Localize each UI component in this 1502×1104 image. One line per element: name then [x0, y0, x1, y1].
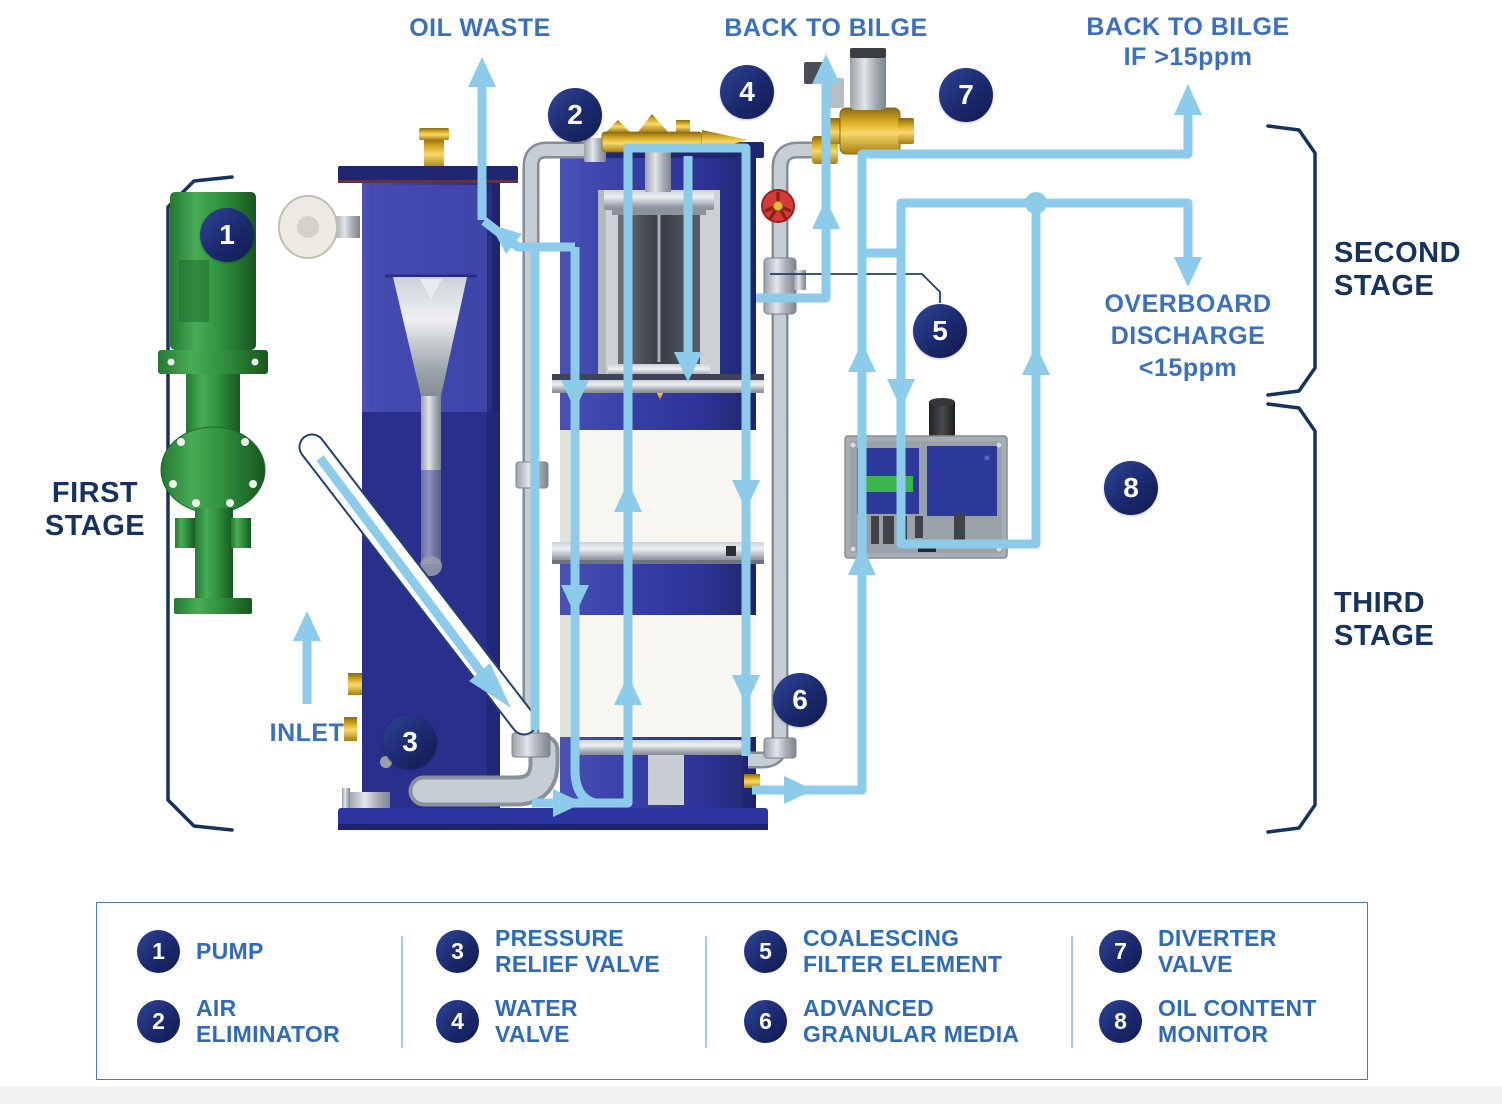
legend-label-2-line1: AIR [196, 995, 237, 1021]
flow-arrowheads [293, 54, 1202, 817]
oil-content-monitor-graphic [844, 398, 1008, 559]
back-to-bilge-if-line1: BACK TO BILGE [1086, 13, 1290, 41]
legend-badge-7: 7 [1099, 929, 1142, 973]
legend-item-diverter-valve: 7 DIVERTER VALVE [1099, 920, 1277, 982]
legend-label-8-line2: MONITOR [1158, 1021, 1269, 1047]
legend-label-4-line2: VALVE [495, 1021, 570, 1047]
badge-water-valve: 4 [720, 65, 774, 119]
bottom-transfer-line [532, 143, 751, 808]
legend-label-5-line2: FILTER ELEMENT [803, 951, 1003, 977]
inlet-probe-graphic [298, 433, 538, 736]
back-to-bilge-riser [756, 70, 831, 303]
legend-item-water-valve: 4 WATER VALVE [436, 990, 578, 1052]
third-stage-line2: STAGE [1334, 620, 1435, 652]
legend-label-1-line1: PUMP [196, 938, 264, 964]
coalescing-filter-leader-line [770, 273, 941, 303]
legend-badge-1: 1 [137, 929, 180, 973]
sample-tap-line [862, 248, 906, 434]
legend-label-7-line2: VALVE [1158, 951, 1233, 977]
legend-divider-1 [401, 936, 403, 1048]
red-valve-graphic [761, 189, 795, 223]
overboard-line1: OVERBOARD [1104, 290, 1272, 318]
overboard-line [896, 198, 1193, 270]
legend-badge-5: 5 [744, 929, 787, 973]
handwheel-graphic [278, 195, 360, 259]
legend-divider-3 [1071, 936, 1073, 1048]
legend-badge-3: 3 [436, 929, 479, 973]
legend-label-6: ADVANCED GRANULAR MEDIA [803, 995, 1019, 1047]
overboard-discharge-label: OVERBOARD DISCHARGE <15ppm [1080, 288, 1296, 384]
legend-badge-8: 8 [1099, 999, 1142, 1043]
legend-divider-2 [705, 936, 707, 1048]
legend-label-8-line1: OIL CONTENT [1158, 995, 1317, 1021]
legend-label-2-line2: ELIMINATOR [196, 1021, 340, 1047]
back-to-bilge-label: BACK TO BILGE [724, 14, 928, 42]
second-stage-line2: STAGE [1334, 270, 1435, 302]
legend-label-1: PUMP [196, 938, 264, 964]
legend-item-air-eliminator: 2 AIR ELIMINATOR [137, 990, 340, 1052]
base-plate-graphic [338, 808, 768, 830]
legend-label-6-line1: ADVANCED [803, 995, 935, 1021]
tank2-graphic [552, 142, 764, 808]
legend-label-3-line2: RELIEF VALVE [495, 951, 661, 977]
back-to-bilge-if-label: BACK TO BILGE IF >15ppm [1076, 12, 1300, 72]
first-stage-line2: STAGE [44, 510, 146, 542]
first-stage-line1: FIRST [51, 477, 139, 509]
third-stage-line1: THIRD [1334, 587, 1426, 619]
legend-label-3: PRESSURE RELIEF VALVE [495, 925, 660, 977]
legend-label-5-line1: COALESCING [803, 925, 960, 951]
flow-junction-dot [1025, 192, 1047, 214]
legend-label-7-line1: DIVERTER [1158, 925, 1277, 951]
legend-item-granular-media: 6 ADVANCED GRANULAR MEDIA [744, 990, 1019, 1052]
third-stage-bracket [1266, 402, 1317, 834]
badge-pump: 1 [200, 208, 254, 262]
legend-label-5: COALESCING FILTER ELEMENT [803, 925, 1002, 977]
first-stage-bracket [166, 175, 234, 832]
legend-label-6-line2: GRANULAR MEDIA [803, 1021, 1020, 1047]
discharge-main-line [752, 96, 1193, 795]
legend-item-pump: 1 PUMP [137, 920, 264, 982]
stage-brackets [166, 124, 1317, 834]
legend-badge-6: 6 [744, 999, 787, 1043]
inlet-label: INLET [269, 719, 345, 747]
pump-graphic [158, 192, 268, 614]
first-stage-label: FIRST STAGE [22, 477, 168, 543]
legend-box: 1 PUMP 2 AIR ELIMINATOR 3 PRESSURE RELIE… [96, 902, 1368, 1080]
legend-item-coalescing-filter: 5 COALESCING FILTER ELEMENT [744, 920, 1002, 982]
legend-label-8: OIL CONTENT MONITOR [1158, 995, 1317, 1047]
overboard-line3: <15ppm [1138, 354, 1238, 382]
legend-item-oil-content-monitor: 8 OIL CONTENT MONITOR [1099, 990, 1317, 1052]
badge-oil-content-monitor: 8 [1104, 461, 1158, 515]
badge-granular-media: 6 [773, 673, 827, 727]
legend-label-4: WATER VALVE [495, 995, 578, 1047]
badge-coalescing-filter: 5 [913, 304, 967, 358]
back-to-bilge-if-line2: IF >15ppm [1123, 43, 1253, 71]
water-valve-graphic [804, 48, 914, 164]
piping-graphic [408, 141, 816, 807]
page-footer-strip [0, 1086, 1502, 1104]
legend-label-4-line1: WATER [495, 995, 578, 1021]
legend-label-3-line1: PRESSURE [495, 925, 624, 951]
badge-pressure-relief-valve: 3 [383, 715, 437, 769]
badge-diverter-valve: 7 [939, 68, 993, 122]
legend-badge-2: 2 [137, 999, 180, 1043]
second-stage-label: SECOND STAGE [1334, 237, 1494, 303]
legend-item-pressure-relief-valve: 3 PRESSURE RELIEF VALVE [436, 920, 660, 982]
second-stage-bracket [1266, 124, 1317, 397]
badge-air-eliminator: 2 [548, 88, 602, 142]
legend-badge-4: 4 [436, 999, 479, 1043]
overboard-line2: DISCHARGE [1110, 322, 1266, 350]
second-stage-line1: SECOND [1334, 237, 1462, 269]
third-stage-label: THIRD STAGE [1334, 587, 1484, 653]
legend-label-2: AIR ELIMINATOR [196, 995, 340, 1047]
oil-waste-label: OIL WASTE [409, 14, 551, 42]
legend-label-7: DIVERTER VALVE [1158, 925, 1277, 977]
